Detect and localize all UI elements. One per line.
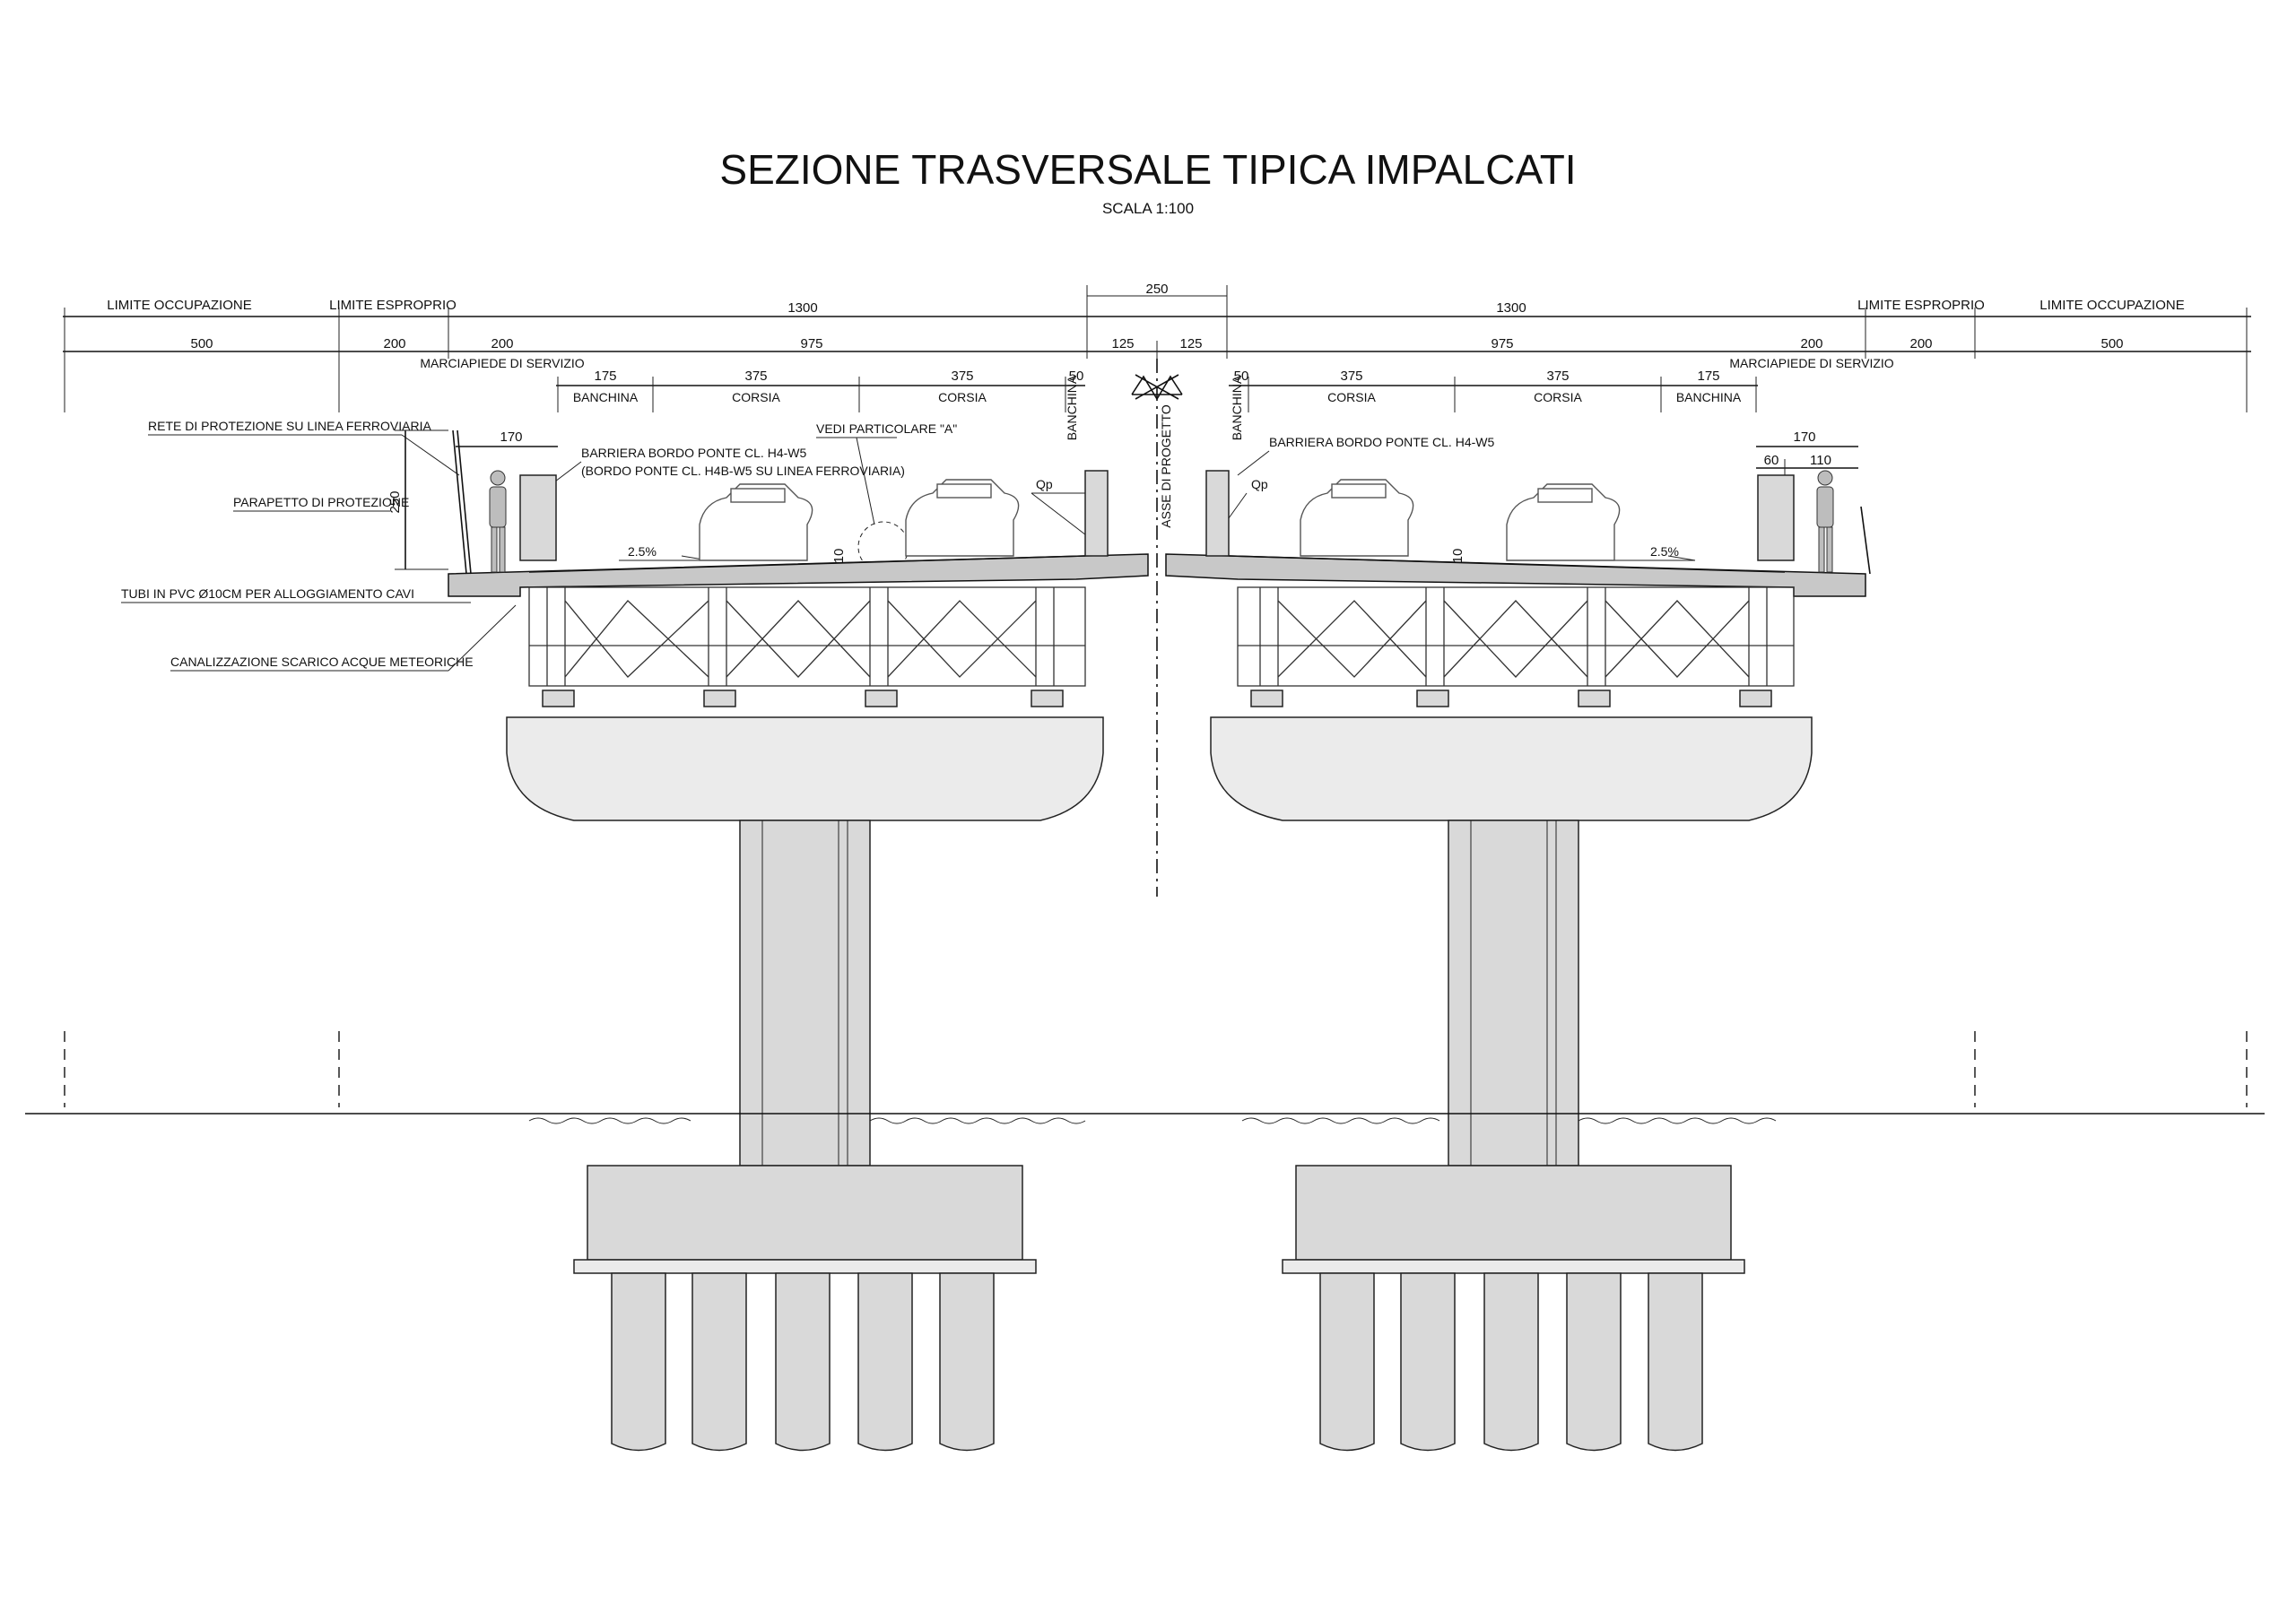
dim-limite-esproprio-left: LIMITE ESPROPRIO [329, 298, 457, 313]
dim-500-right: 500 [2100, 336, 2123, 351]
dim-500-left: 500 [190, 336, 213, 351]
pier-caps [506, 716, 1813, 821]
callout-barriera-left-1: BARRIERA BORDO PONTE CL. H4-W5 [581, 446, 806, 460]
ground-line [25, 1031, 2265, 1124]
callout-vedi: VEDI PARTICOLARE "A" [816, 421, 957, 436]
zone-corsia-right-b: CORSIA [1534, 390, 1582, 404]
zone-banchina-right-inner: BANCHINA [1230, 375, 1244, 440]
zone-marciapiede-right: MARCIAPIEDE DI SERVIZIO [1729, 356, 1893, 370]
callout-qp-left: Qp [1036, 477, 1053, 491]
callout-qp-right: Qp [1251, 477, 1268, 491]
callout-parapetto: PARAPETTO DI PROTEZIONE [233, 495, 409, 509]
dim-375-right-a: 375 [1340, 369, 1362, 384]
dim-50-left: 50 [1069, 369, 1084, 384]
zone-banchina-left: BANCHINA [573, 390, 639, 404]
dim-limite-occupazione-right: LIMITE OCCUPAZIONE [2039, 298, 2184, 313]
piles [611, 1272, 1703, 1452]
car-right-2 [1506, 483, 1621, 561]
dim-175-right: 175 [1697, 369, 1719, 384]
slope-left: 2.5% [628, 544, 657, 559]
dim-10-right: 10 [1450, 549, 1465, 564]
right-callouts: BARRIERA BORDO PONTE CL. H4-W5 Qp 2.5% 1… [1223, 429, 1858, 564]
right-deck [1165, 470, 1871, 707]
drawing-scale: SCALA 1:100 [1102, 200, 1194, 217]
dim-60-right: 60 [1764, 453, 1779, 468]
callout-tubi: TUBI IN PVC Ø10CM PER ALLOGGIAMENTO CAVI [121, 586, 414, 601]
dim-200-right: 200 [1909, 336, 1932, 351]
dim-1300-right: 1300 [1496, 300, 1526, 316]
dim-170-left: 170 [500, 429, 522, 445]
dimension-lines: LIMITE OCCUPAZIONE LIMITE ESPROPRIO 1300… [63, 282, 2251, 412]
left-callouts: RETE DI PROTEZIONE SU LINEA FERROVIARIA … [121, 419, 1091, 672]
dim-170-right: 170 [1793, 429, 1815, 445]
dim-375-left-a: 375 [744, 369, 767, 384]
dim-250-parapet: 250 [387, 490, 403, 513]
dim-975-left: 975 [800, 336, 822, 351]
dim-limite-esproprio-right: LIMITE ESPROPRIO [1857, 298, 1985, 313]
car-left-1 [699, 483, 813, 561]
dim-125-right: 125 [1179, 336, 1202, 351]
callout-barriera-right: BARRIERA BORDO PONTE CL. H4-W5 [1269, 435, 1494, 449]
dim-limite-occupazione-left: LIMITE OCCUPAZIONE [107, 298, 251, 313]
zone-marciapiede-left: MARCIAPIEDE DI SERVIZIO [420, 356, 584, 370]
axis-label: ASSE DI PROGETTO [1159, 404, 1173, 528]
left-deck [448, 429, 1149, 707]
dim-50-right: 50 [1234, 369, 1249, 384]
zone-corsia-left-a: CORSIA [732, 390, 780, 404]
dim-375-right-b: 375 [1546, 369, 1569, 384]
person-right [1816, 470, 1834, 573]
dim-175-left: 175 [594, 369, 616, 384]
zone-banchina-left-inner: BANCHINA [1065, 375, 1079, 440]
zone-corsia-left-b: CORSIA [938, 390, 987, 404]
zone-corsia-right-a: CORSIA [1327, 390, 1376, 404]
dim-1300-left: 1300 [787, 300, 817, 316]
callout-canalizzazione: CANALIZZAZIONE SCARICO ACQUE METEORICHE [170, 655, 474, 669]
dim-10-left: 10 [831, 549, 847, 564]
dim-200-left-sidewalk: 200 [491, 336, 513, 351]
project-axis: ASSE DI PROGETTO [1131, 359, 1183, 897]
zone-banchina-right: BANCHINA [1676, 390, 1742, 404]
dim-125-left: 125 [1111, 336, 1134, 351]
dim-110-right: 110 [1810, 453, 1831, 468]
dim-250-median: 250 [1145, 282, 1168, 297]
dim-975-right: 975 [1491, 336, 1513, 351]
zone-labels: MARCIAPIEDE DI SERVIZIO BANCHINA CORSIA … [420, 356, 1893, 440]
dim-200-left: 200 [383, 336, 405, 351]
dim-200-right-sidewalk: 200 [1800, 336, 1822, 351]
callout-rete: RETE DI PROTEZIONE SU LINEA FERROVIARIA [148, 419, 431, 433]
dim-375-left-b: 375 [951, 369, 973, 384]
drawing-title: SEZIONE TRASVERSALE TIPICA IMPALCATI [719, 146, 1576, 193]
person-left [489, 470, 507, 573]
slope-right: 2.5% [1650, 544, 1679, 559]
foundations [573, 1165, 1745, 1274]
car-left-2 [905, 479, 1020, 557]
callout-barriera-left-2: (BORDO PONTE CL. H4B-W5 SU LINEA FERROVI… [581, 464, 905, 478]
marciapiede-left-text: MARCIAPIEDE DI SERVIZIO [420, 356, 584, 370]
car-right-1 [1300, 479, 1414, 557]
